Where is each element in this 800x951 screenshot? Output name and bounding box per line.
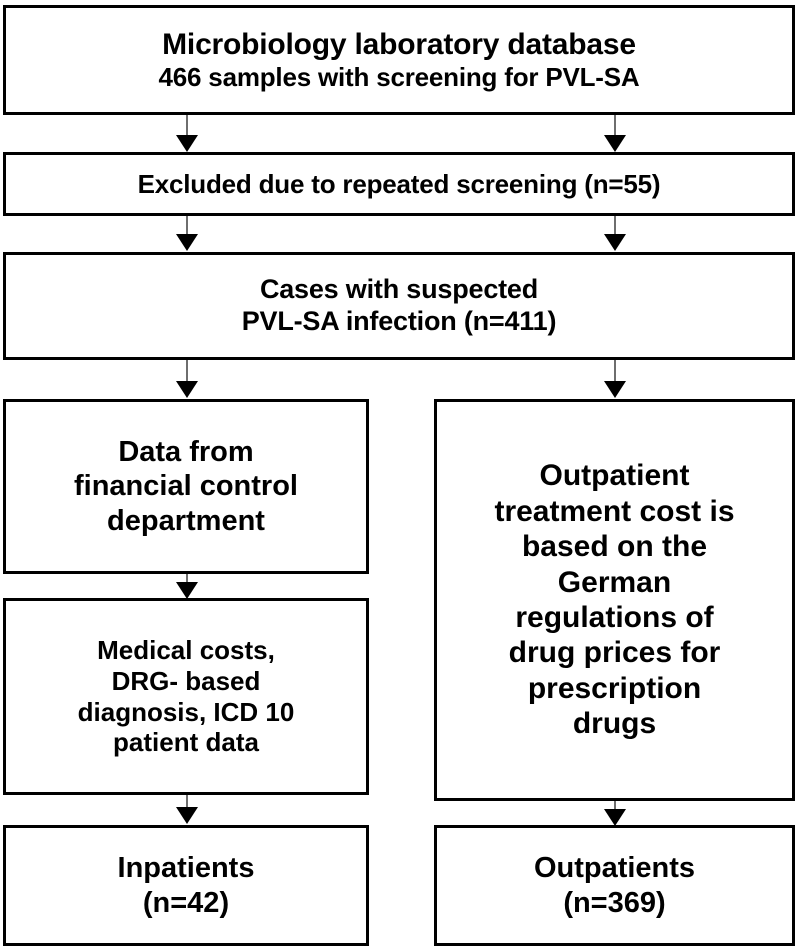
node-excluded-text: Excluded due to repeated screening (n=55… <box>137 168 661 199</box>
node-excluded-repeated-screening: Excluded due to repeated screening (n=55… <box>3 152 795 216</box>
connector-stem <box>614 115 616 137</box>
arrowhead-down-icon <box>176 135 198 152</box>
arrowhead-down-icon <box>176 807 198 824</box>
node-financial-line-3: department <box>107 504 265 537</box>
connector-stem <box>186 216 188 236</box>
connector-stem <box>614 360 616 383</box>
node-inpatients-line-1: Inpatients <box>117 852 255 885</box>
node-outpatients: Outpatients (n=369) <box>434 825 795 946</box>
node-outpatient-treatment-cost: Outpatient treatment cost is based on th… <box>434 399 795 801</box>
arrowhead-down-icon <box>176 381 198 398</box>
connector-stem <box>186 115 188 137</box>
node-outpatient-cost-line-7: prescription <box>527 671 702 705</box>
arrowhead-down-icon <box>604 234 626 251</box>
arrowhead-down-icon <box>604 809 626 826</box>
arrowhead-down-icon <box>604 381 626 398</box>
arrowhead-down-icon <box>176 234 198 251</box>
node-inpatients-line-2: (n=42) <box>142 886 230 919</box>
node-financial-line-1: Data from <box>118 436 254 469</box>
connector-stem <box>186 795 188 809</box>
node-outpatients-line-2: (n=369) <box>563 886 666 919</box>
connector-stem <box>186 574 188 586</box>
node-microbiology-database: Microbiology laboratory database 466 sam… <box>3 5 795 115</box>
connector-stem <box>614 801 616 813</box>
node-suspected-line-1: Cases with suspected <box>259 274 539 305</box>
node-database-subtitle: 466 samples with screening for PVL-SA <box>158 62 640 93</box>
connector-stem <box>186 360 188 383</box>
node-outpatients-line-1: Outpatients <box>533 852 696 885</box>
node-financial-line-2: financial control <box>74 470 298 503</box>
node-medical-costs-line-4: patient data <box>113 727 259 758</box>
node-outpatient-cost-line-4: German <box>557 565 672 599</box>
node-financial-control-department: Data from financial control department <box>3 399 369 574</box>
node-outpatient-cost-line-3: based on the <box>521 530 708 564</box>
node-outpatient-cost-line-8: drugs <box>572 707 657 741</box>
node-outpatient-cost-line-5: regulations of <box>515 601 714 634</box>
node-suspected-line-2: PVL-SA infection (n=411) <box>241 306 557 336</box>
node-outpatient-cost-line-6: drug prices for <box>508 636 721 670</box>
connector-stem <box>614 216 616 236</box>
node-outpatient-cost-line-2: treatment cost is <box>494 494 735 528</box>
node-medical-costs-line-3: diagnosis, ICD 10 <box>77 696 295 727</box>
node-suspected-pvl-sa-cases: Cases with suspected PVL-SA infection (n… <box>3 252 795 360</box>
node-medical-costs-line-1: Medical costs, <box>97 635 275 666</box>
node-outpatient-cost-line-1: Outpatient <box>539 459 690 493</box>
node-database-title: Microbiology laboratory database <box>162 27 636 61</box>
arrowhead-down-icon <box>604 135 626 152</box>
node-inpatients: Inpatients (n=42) <box>3 825 369 946</box>
arrowhead-down-icon <box>176 582 198 599</box>
node-medical-costs-drg-icd: Medical costs, DRG- based diagnosis, ICD… <box>3 598 369 795</box>
node-medical-costs-line-2: DRG- based <box>111 665 261 696</box>
